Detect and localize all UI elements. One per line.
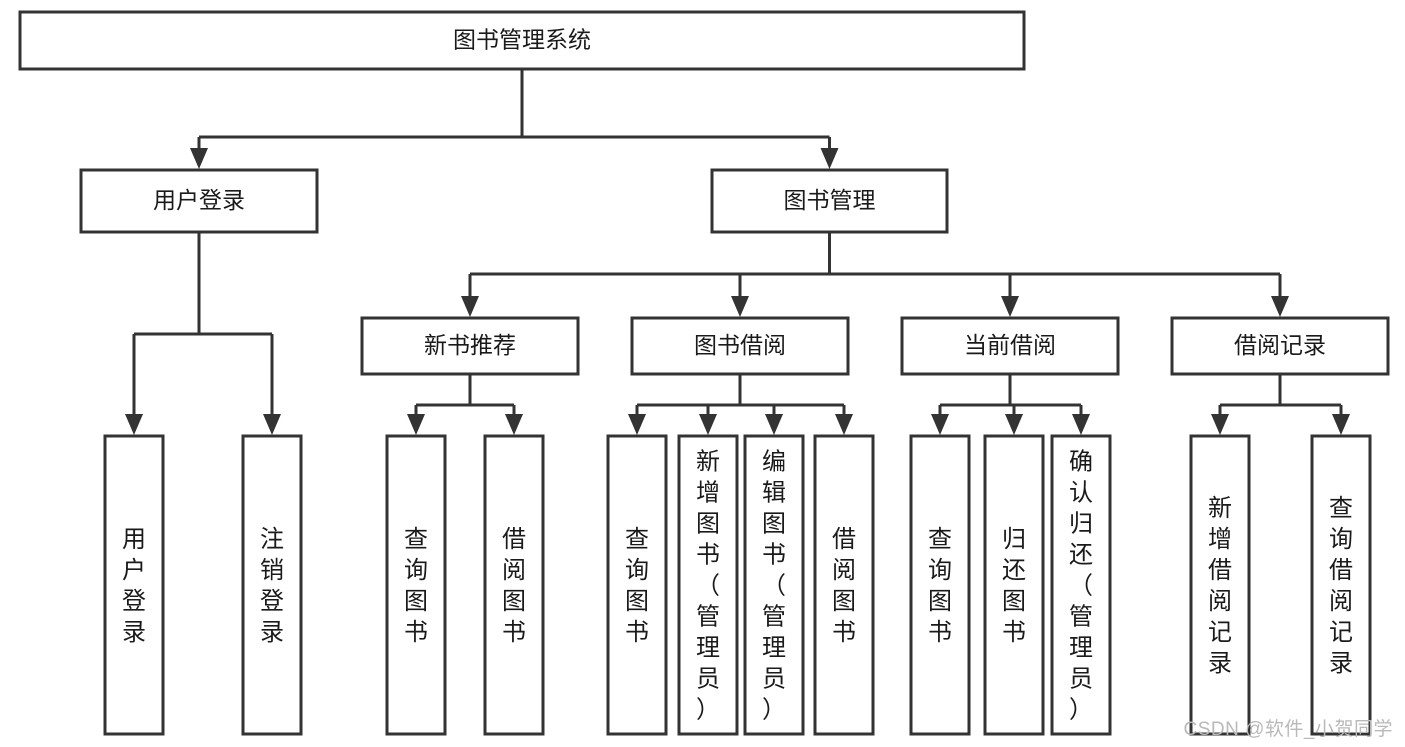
node-label-vertical: 编辑图书（管理员）: [762, 449, 786, 724]
node-label-vertical: 确认归还（管理员）: [1069, 449, 1093, 724]
arrow-head-icon: [190, 148, 208, 169]
edge-group-new-book-recommend: [407, 374, 523, 435]
node-leaf-user-login[interactable]: 用户登录: [103, 434, 165, 736]
arrow-head-icon: [931, 414, 949, 435]
arrow-head-icon: [125, 414, 143, 435]
node-label-vertical: 借阅图书: [832, 526, 856, 646]
arrow-head-icon: [731, 296, 749, 317]
node-box[interactable]: [743, 434, 805, 736]
node-box[interactable]: [360, 316, 580, 376]
arrow-head-icon: [628, 414, 646, 435]
node-current-borrow[interactable]: 当前借阅: [900, 316, 1120, 376]
node-label-vertical: 借阅图书: [502, 526, 526, 646]
node-leaf-borrow-book-recommend[interactable]: 借阅图书: [483, 434, 545, 736]
node-user-login[interactable]: 用户登录: [79, 168, 319, 234]
node-box[interactable]: [1170, 316, 1390, 376]
node-label: 新书推荐: [424, 332, 516, 358]
node-label: 图书管理: [784, 187, 876, 213]
node-leaf-query-borrow-record[interactable]: 查询借阅记录: [1310, 434, 1372, 736]
arrow-head-icon: [1271, 296, 1289, 317]
node-leaf-edit-book-admin[interactable]: 编辑图书（管理员）: [743, 434, 805, 736]
node-leaf-add-book-admin[interactable]: 新增图书（管理员）: [677, 434, 739, 736]
node-label-vertical: 查询借阅记录: [1329, 495, 1353, 677]
node-leaf-query-book-current[interactable]: 查询图书: [909, 434, 971, 736]
arrow-head-icon: [1332, 414, 1350, 435]
node-box[interactable]: [385, 434, 447, 736]
node-box[interactable]: [1050, 434, 1112, 736]
node-book-borrow[interactable]: 图书借阅: [630, 316, 850, 376]
node-box[interactable]: [983, 434, 1045, 736]
node-new-book-recommend[interactable]: 新书推荐: [360, 316, 580, 376]
node-box[interactable]: [813, 434, 875, 736]
edge-group-borrow-record: [1211, 374, 1350, 435]
arrow-head-icon: [461, 296, 479, 317]
node-box[interactable]: [79, 168, 319, 234]
node-box[interactable]: [630, 316, 850, 376]
arrow-head-icon: [1005, 414, 1023, 435]
arrow-head-icon: [1001, 296, 1019, 317]
node-leaf-confirm-return-admin[interactable]: 确认归还（管理员）: [1050, 434, 1112, 736]
edge-group-root: [190, 69, 839, 169]
node-box[interactable]: [606, 434, 668, 736]
arrow-head-icon: [505, 414, 523, 435]
arrow-head-icon: [263, 414, 281, 435]
node-label-vertical: 注销登录: [260, 526, 284, 646]
node-label-vertical: 查询图书: [928, 526, 952, 646]
node-box[interactable]: [1310, 434, 1372, 736]
arrow-head-icon: [835, 414, 853, 435]
node-label: 图书管理系统: [453, 27, 591, 53]
node-label: 图书借阅: [694, 332, 786, 358]
node-borrow-record[interactable]: 借阅记录: [1170, 316, 1390, 376]
edges-layer: [125, 69, 1350, 435]
node-book-manage[interactable]: 图书管理: [710, 168, 949, 234]
node-label-vertical: 新增图书（管理员）: [696, 449, 720, 724]
edge-group-book-manage: [461, 232, 1289, 317]
node-label-vertical: 用户登录: [122, 526, 146, 646]
nodes-layer: 图书管理系统用户登录图书管理新书推荐图书借阅当前借阅借阅记录用户登录注销登录查询…: [18, 10, 1390, 736]
node-label-vertical: 归还图书: [1002, 526, 1026, 646]
arrow-head-icon: [699, 414, 717, 435]
arrow-head-icon: [765, 414, 783, 435]
node-label-vertical: 新增借阅记录: [1208, 495, 1232, 677]
node-box[interactable]: [1189, 434, 1251, 736]
edge-group-book-borrow: [628, 374, 853, 435]
node-label-vertical: 查询图书: [625, 526, 649, 646]
node-box[interactable]: [103, 434, 165, 736]
node-box[interactable]: [909, 434, 971, 736]
arrow-head-icon: [820, 148, 839, 169]
edge-group-current-borrow: [931, 374, 1090, 435]
csdn-watermark: CSDN @软件_小贺同学: [1183, 719, 1393, 740]
node-box[interactable]: [677, 434, 739, 736]
node-leaf-logout[interactable]: 注销登录: [241, 434, 303, 736]
node-leaf-borrow-book-borrow[interactable]: 借阅图书: [813, 434, 875, 736]
node-root[interactable]: 图书管理系统: [18, 10, 1026, 71]
node-label: 当前借阅: [964, 332, 1056, 358]
node-leaf-return-book[interactable]: 归还图书: [983, 434, 1045, 736]
node-leaf-add-borrow-record[interactable]: 新增借阅记录: [1189, 434, 1251, 736]
arrow-head-icon: [1072, 414, 1090, 435]
node-label: 用户登录: [153, 187, 245, 213]
edge-group-user-login: [125, 232, 281, 435]
node-box[interactable]: [483, 434, 545, 736]
node-label-vertical: 查询图书: [404, 526, 428, 646]
node-box[interactable]: [710, 168, 949, 234]
node-box[interactable]: [241, 434, 303, 736]
node-box[interactable]: [900, 316, 1120, 376]
node-leaf-query-book-recommend[interactable]: 查询图书: [385, 434, 447, 736]
node-box[interactable]: [18, 10, 1026, 71]
arrow-head-icon: [1211, 414, 1229, 435]
arrow-head-icon: [407, 414, 425, 435]
node-label: 借阅记录: [1234, 332, 1326, 358]
node-leaf-query-book-borrow[interactable]: 查询图书: [606, 434, 668, 736]
